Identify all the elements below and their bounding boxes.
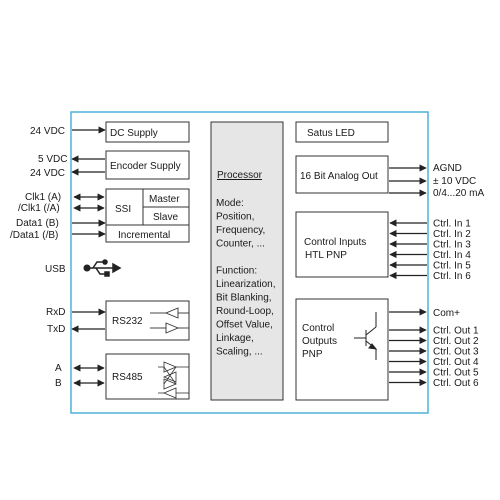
control-outputs-line-1: Control	[302, 323, 334, 334]
processor-line: Bit Blanking,	[216, 293, 272, 304]
ssi-block: SSI Master Slave Incremental	[105, 188, 190, 243]
label-agnd: AGND	[433, 163, 462, 174]
ctrl-out-label: Ctrl. Out 2	[433, 336, 479, 347]
status-led-label: Satus LED	[307, 128, 355, 139]
ctrl-out-label: Ctrl. Out 6	[433, 378, 479, 389]
processor-text: Mode: Position, Frequency, Counter, ... Func…	[216, 198, 275, 358]
rs232-label: RS232	[112, 316, 143, 327]
label-a: A	[55, 363, 62, 374]
control-inputs-line-2: HTL PNP	[305, 250, 347, 261]
rs232-block: RS232	[105, 300, 190, 341]
label-txd: TxD	[47, 324, 65, 335]
label-10vdc: ± 10 VDC	[433, 176, 476, 187]
usb-icon	[83, 259, 122, 277]
transistor-icon	[354, 312, 378, 360]
label-24vdc-encoder: 24 VDC	[30, 168, 65, 179]
label-clk1-inv: /Clk1 (/A)	[18, 203, 60, 214]
incremental-label: Incremental	[118, 230, 170, 241]
ctrl-in-label: Ctrl. In 5	[433, 261, 471, 272]
ctrl-in-arrows	[389, 219, 427, 280]
processor-line: Mode:	[216, 198, 244, 209]
ctrl-out-arrows	[389, 326, 427, 387]
processor-line: Offset Value,	[216, 320, 273, 331]
status-led-block: Satus LED	[295, 121, 389, 143]
processor-line: Linearization,	[216, 279, 275, 290]
ctrl-out-label: Ctrl. Out 1	[433, 326, 479, 337]
ssi-label: SSI	[115, 204, 131, 215]
ctrl-in-label: Ctrl. In 1	[433, 219, 471, 230]
ctrl-out-label: Ctrl. Out 5	[433, 368, 479, 379]
label-data1: Data1 (B)	[16, 218, 59, 229]
ctrl-out-label: Ctrl. Out 3	[433, 347, 479, 358]
processor-block: Processor Mode: Position, Frequency, Counte…	[210, 121, 284, 401]
ctrl-out-label: Ctrl. Out 4	[433, 357, 479, 368]
slave-label: Slave	[153, 212, 178, 223]
processor-line: Function:	[216, 266, 257, 277]
analog-out-label: 16 Bit Analog Out	[300, 171, 378, 182]
control-inputs-line-1: Control Inputs	[304, 237, 366, 248]
label-rxd: RxD	[46, 307, 65, 318]
analog-out-block: 16 Bit Analog Out	[295, 155, 389, 194]
processor-line: Scaling, ...	[216, 347, 263, 358]
control-outputs-line-3: PNP	[302, 349, 323, 360]
label-com: Com+	[433, 308, 460, 319]
label-ma: 0/4...20 mA	[433, 188, 484, 199]
label-24vdc-supply: 24 VDC	[30, 126, 65, 137]
ctrl-in-label: Ctrl. In 3	[433, 240, 471, 251]
processor-line: Frequency,	[216, 225, 265, 236]
processor-line: Round-Loop,	[216, 306, 274, 317]
dc-supply-label: DC Supply	[110, 128, 158, 139]
label-5vdc: 5 VDC	[38, 154, 67, 165]
control-outputs-block: Control Outputs PNP	[295, 298, 389, 401]
master-label: Master	[149, 194, 180, 205]
label-clk1: Clk1 (A)	[25, 192, 61, 203]
label-data1-inv: /Data1 (/B)	[10, 230, 58, 241]
rs485-transceiver-icon	[158, 361, 189, 399]
control-outputs-line-2: Outputs	[302, 336, 337, 347]
control-inputs-block: Control Inputs HTL PNP	[295, 211, 389, 278]
ctrl-in-label: Ctrl. In 4	[433, 250, 471, 261]
label-usb: USB	[45, 264, 66, 275]
rs485-label: RS485	[112, 372, 143, 383]
processor-line: Position,	[216, 212, 254, 223]
ctrl-in-label: Ctrl. In 2	[433, 229, 471, 240]
rs485-block: RS485	[105, 353, 190, 400]
encoder-supply-block: Encoder Supply	[105, 150, 190, 180]
dc-supply-block: DC Supply	[105, 121, 190, 143]
processor-line: Counter, ...	[216, 239, 265, 250]
processor-line: Linkage,	[216, 333, 254, 344]
ctrl-in-label: Ctrl. In 6	[433, 271, 471, 282]
label-b: B	[55, 378, 62, 389]
encoder-supply-label: Encoder Supply	[110, 161, 181, 172]
processor-title: Processor	[217, 170, 263, 181]
